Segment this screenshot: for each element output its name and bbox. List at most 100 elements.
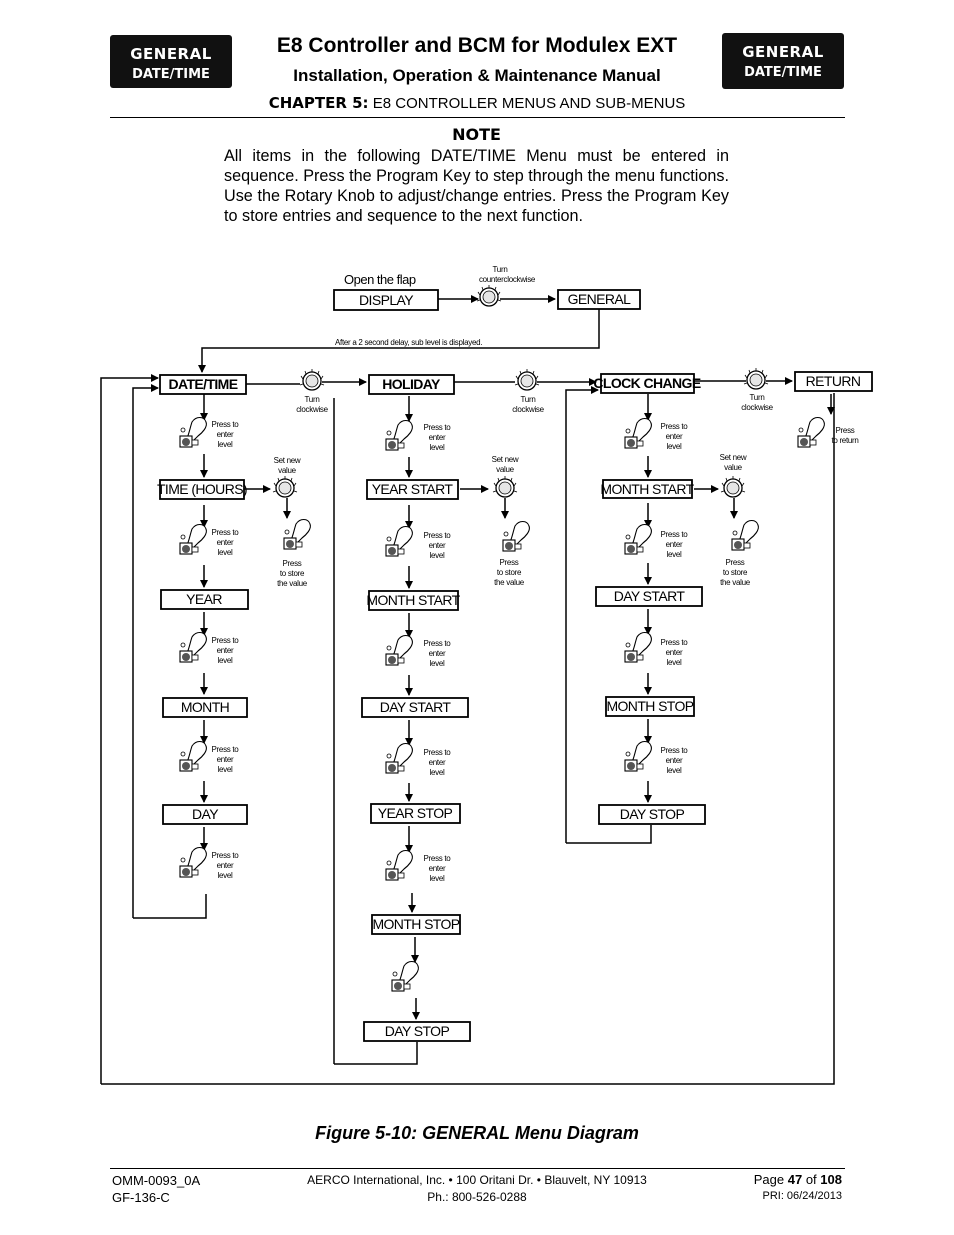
svg-text:TIME (HOURS): TIME (HOURS) bbox=[157, 481, 247, 497]
svg-text:YEAR: YEAR bbox=[186, 591, 222, 607]
clock-day-stop-box: DAY STOP bbox=[598, 804, 706, 825]
svg-text:MONTH STOP: MONTH STOP bbox=[606, 698, 693, 714]
press-enter-caption: Press to enter level bbox=[212, 420, 240, 449]
press-key-icon bbox=[385, 419, 413, 451]
press-key-icon bbox=[385, 634, 413, 666]
badge-bottom-text: DATE/TIME bbox=[132, 67, 210, 82]
badge-top-text: GENERAL bbox=[742, 43, 824, 61]
clock-month-stop-box: MONTH STOP bbox=[605, 696, 695, 717]
page-number: 47 bbox=[787, 1172, 803, 1187]
svg-text:level: level bbox=[667, 766, 682, 775]
rotary-knob-icon bbox=[720, 475, 746, 498]
note-heading: NOTE bbox=[452, 125, 501, 144]
press-enter-caption: Press to enter level bbox=[424, 854, 452, 883]
to-return-label: to return bbox=[831, 436, 858, 445]
press-key-icon bbox=[624, 417, 652, 449]
rotary-knob-icon bbox=[492, 475, 518, 498]
press-enter-caption: Press to enter level bbox=[212, 528, 240, 557]
press-key-icon bbox=[624, 631, 652, 663]
svg-text:Press to: Press to bbox=[212, 636, 240, 645]
store-value-caption: Press to store the value bbox=[494, 558, 525, 587]
month-box: MONTH bbox=[162, 697, 248, 718]
svg-text:level: level bbox=[218, 440, 233, 449]
turn-label: Turn bbox=[521, 395, 536, 404]
svg-text:enter: enter bbox=[217, 861, 234, 870]
doc-number: OMM-0093_0A bbox=[112, 1173, 201, 1188]
rotary-knob-icon bbox=[476, 284, 502, 307]
footer-rule bbox=[110, 1168, 845, 1169]
svg-text:Set new: Set new bbox=[720, 453, 747, 462]
svg-text:enter: enter bbox=[217, 755, 234, 764]
svg-text:Press to: Press to bbox=[661, 422, 689, 431]
svg-text:enter: enter bbox=[666, 540, 683, 549]
svg-text:YEAR START: YEAR START bbox=[372, 481, 454, 497]
svg-text:value: value bbox=[278, 466, 296, 475]
svg-text:enter: enter bbox=[429, 433, 446, 442]
rotary-knob-icon bbox=[743, 367, 769, 390]
press-key-icon bbox=[179, 631, 207, 663]
holiday-header-box: HOLIDAY bbox=[368, 374, 455, 395]
holiday-header-label: HOLIDAY bbox=[382, 376, 441, 392]
svg-text:enter: enter bbox=[666, 432, 683, 441]
press-enter-caption: Press to enter level bbox=[661, 422, 689, 451]
svg-text:enter: enter bbox=[217, 430, 234, 439]
svg-text:the value: the value bbox=[494, 578, 525, 587]
company-address: AERCO International, Inc. • 100 Oritani … bbox=[307, 1173, 647, 1187]
chapter-label: CHAPTER 5: bbox=[268, 94, 369, 112]
set-new-value-caption: Set new value bbox=[720, 453, 748, 472]
figure-caption: Figure 5-10: GENERAL Menu Diagram bbox=[315, 1123, 639, 1143]
svg-text:enter: enter bbox=[217, 538, 234, 547]
svg-text:level: level bbox=[667, 550, 682, 559]
svg-text:DAY START: DAY START bbox=[380, 699, 452, 715]
svg-text:Set new: Set new bbox=[492, 455, 519, 464]
set-new-value-caption: Set new value bbox=[274, 456, 302, 475]
svg-text:level: level bbox=[430, 659, 445, 668]
day-box: DAY bbox=[162, 804, 248, 825]
section-badge-right: GENERAL DATE/TIME bbox=[722, 33, 844, 89]
svg-text:enter: enter bbox=[429, 649, 446, 658]
note-body: All items in the following DATE/TIME Men… bbox=[224, 147, 729, 225]
svg-text:level: level bbox=[667, 658, 682, 667]
rotary-knob-icon bbox=[299, 368, 325, 391]
svg-text:enter: enter bbox=[429, 864, 446, 873]
svg-text:enter: enter bbox=[666, 756, 683, 765]
press-enter-caption: Press to enter level bbox=[424, 639, 452, 668]
page-of: of bbox=[805, 1172, 817, 1187]
pri-date: PRI: 06/24/2013 bbox=[762, 1190, 842, 1202]
press-key-icon bbox=[385, 525, 413, 557]
svg-text:DAY STOP: DAY STOP bbox=[385, 1023, 450, 1039]
clockwise-label: clockwise bbox=[296, 405, 328, 414]
svg-text:level: level bbox=[218, 656, 233, 665]
svg-text:the value: the value bbox=[720, 578, 751, 587]
holiday-day-start-box: DAY START bbox=[361, 697, 469, 718]
svg-text:DAY: DAY bbox=[192, 806, 219, 822]
svg-text:Press: Press bbox=[500, 558, 519, 567]
press-enter-caption: Press to enter level bbox=[212, 851, 240, 880]
form-number: GF-136-C bbox=[112, 1190, 170, 1205]
return-box: RETURN bbox=[794, 371, 873, 392]
svg-text:Press to: Press to bbox=[424, 748, 452, 757]
turn-counter-text-2: counterclockwise bbox=[479, 275, 536, 284]
svg-text:level: level bbox=[430, 443, 445, 452]
svg-text:value: value bbox=[496, 465, 514, 474]
header-rule bbox=[110, 117, 845, 118]
open-flap-text: Open the flap bbox=[344, 272, 416, 287]
svg-text:Press to: Press to bbox=[661, 746, 689, 755]
svg-text:MONTH STOP: MONTH STOP bbox=[372, 916, 459, 932]
chapter-heading: CHAPTER 5: E8 CONTROLLER MENUS AND SUB-M… bbox=[230, 94, 724, 112]
press-key-icon bbox=[179, 740, 207, 772]
store-value-caption: Press to store the value bbox=[277, 559, 308, 588]
chapter-text: E8 CONTROLLER MENUS AND SUB-MENUS bbox=[372, 95, 686, 112]
svg-text:Press: Press bbox=[726, 558, 745, 567]
svg-text:YEAR STOP: YEAR STOP bbox=[378, 805, 453, 821]
svg-text:MONTH START: MONTH START bbox=[600, 481, 694, 497]
set-new-value-caption: Set new value bbox=[492, 455, 520, 474]
clockwise-label: clockwise bbox=[741, 403, 773, 412]
press-key-icon bbox=[731, 519, 759, 551]
display-label: DISPLAY bbox=[359, 292, 414, 308]
company-phone: Ph.: 800-526-0288 bbox=[427, 1190, 527, 1204]
press-enter-caption: Press to enter level bbox=[212, 745, 240, 774]
datetime-header-label: DATE/TIME bbox=[168, 376, 237, 392]
datetime-header-box: DATE/TIME bbox=[159, 374, 247, 395]
